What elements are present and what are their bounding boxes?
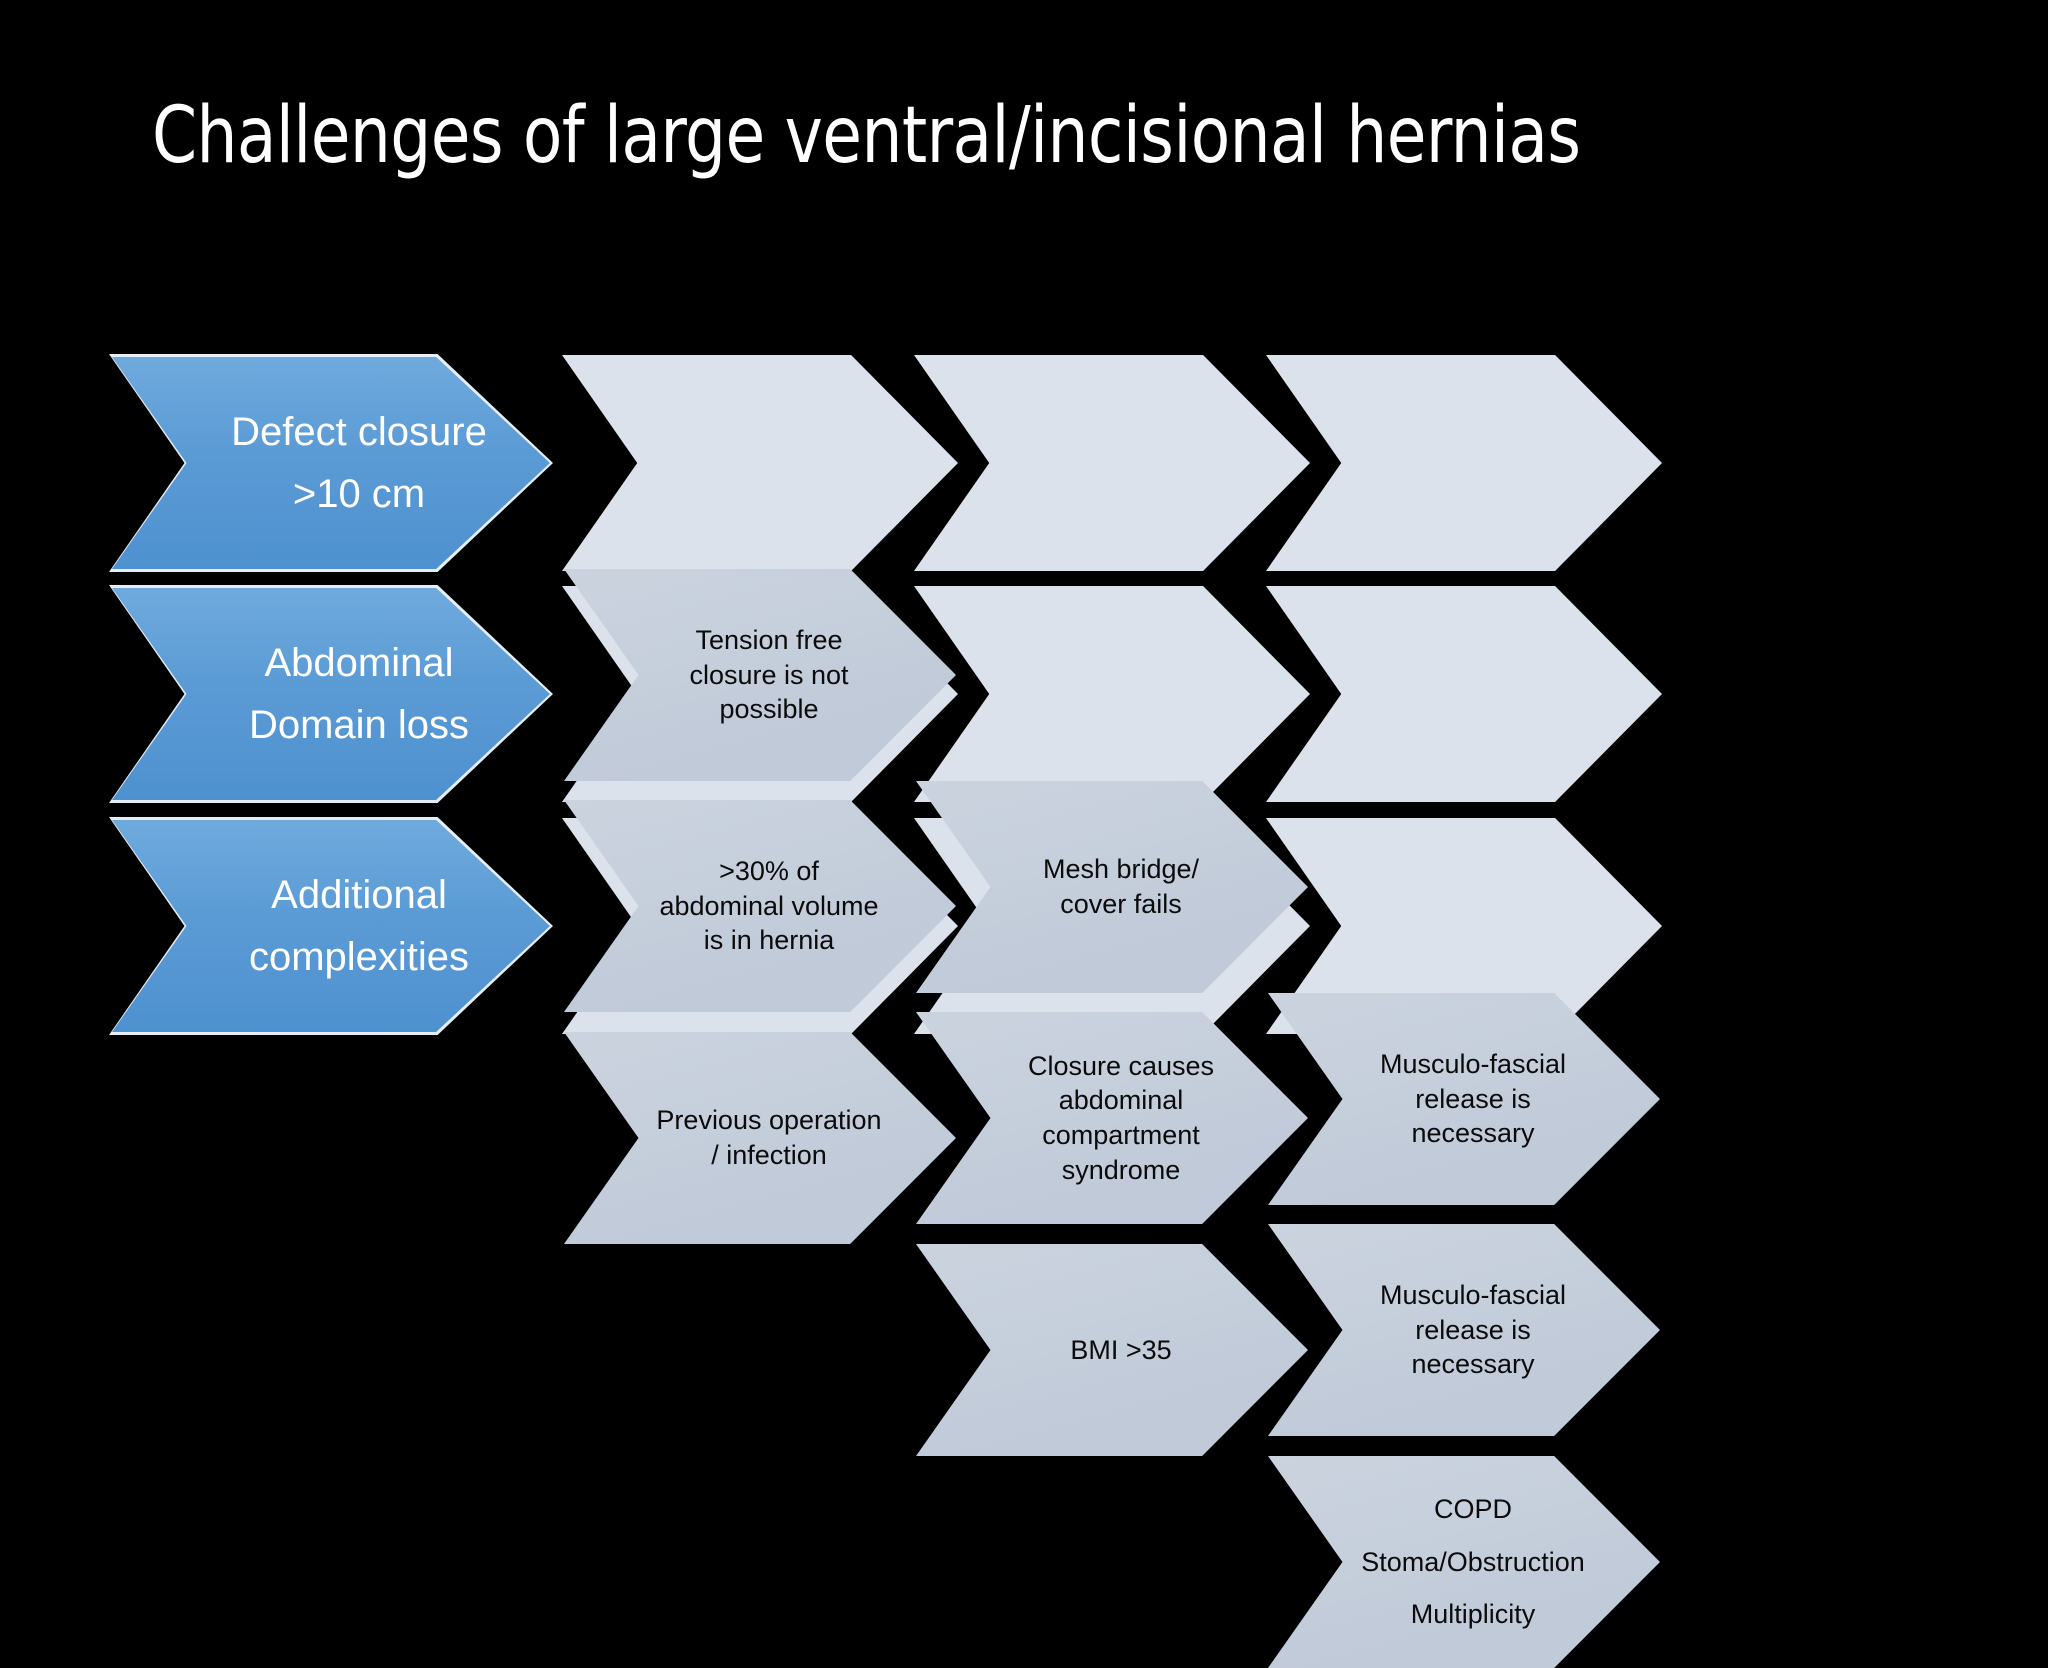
chevron-text-line: syndrome — [1061, 1154, 1181, 1185]
step-chevron-label: Previous operation / infection — [638, 1103, 900, 1172]
step-chevron-2-0[interactable]: Previous operation / infection — [564, 1032, 956, 1244]
step-chevron-outline — [1266, 355, 1662, 571]
step-chevron-outline — [562, 355, 958, 571]
step-chevron-label: Mesh bridge/cover fails — [990, 852, 1252, 921]
page-title: Challenges of large ventral/incisional h… — [152, 91, 1581, 181]
chevron-text-line: cover fails — [1060, 889, 1182, 919]
chevron-text-line: complexities — [248, 935, 470, 979]
chevron-text-line: Defect closure — [231, 410, 487, 454]
lead-chevron-0[interactable]: Defect closure >10 cm — [112, 357, 550, 569]
chevron-text-line: abdominal volume — [659, 890, 879, 921]
chevron-text-line: Multiplicity — [1410, 1599, 1536, 1630]
chevron-text-line: Tension free — [695, 625, 843, 656]
chevron-text-line: is in hernia — [703, 925, 835, 956]
chevron-text-line: Additional — [271, 873, 447, 917]
chevron-text-line: necessary — [1411, 1349, 1535, 1380]
chevron-text-line: Musculo-fascial — [1379, 1049, 1567, 1080]
step-chevron-1-1[interactable]: Closure causes abdominal compartment syndro… — [916, 1012, 1308, 1224]
chevron-text-line: compartment — [1042, 1120, 1200, 1150]
step-chevron-outline — [914, 355, 1310, 571]
chevron-text-line: Previous operation — [656, 1105, 882, 1136]
chevron-text-line: / infection — [711, 1140, 827, 1170]
chevron-text-line: BMI >35 — [1070, 1334, 1172, 1365]
chevron-text-line: Stoma/Obstruction — [1361, 1546, 1585, 1577]
chevron-text-line: Abdominal — [264, 641, 454, 685]
chevron-text-line: >30% of — [719, 856, 819, 887]
lead-chevron-2[interactable]: Additional complexities — [112, 820, 550, 1032]
chevron-text-line: release is — [1415, 1314, 1531, 1345]
chevron-text-line: Mesh bridge/ — [1042, 854, 1200, 885]
chevron-text-line: COPD — [1433, 1494, 1512, 1525]
chevron-text-line: necessary — [1411, 1118, 1535, 1149]
chevron-text-line: abdominal — [1058, 1085, 1184, 1116]
lead-chevron-label: Additional complexities — [182, 864, 536, 988]
step-chevron-label: BMI >35 — [990, 1333, 1252, 1368]
chevron-text-line: >10 cm — [292, 472, 426, 516]
chevron-text-line: Musculo-fascial — [1379, 1280, 1567, 1311]
chevron-text-line: closure is not — [689, 659, 849, 690]
chevron-text-line: Domain loss — [248, 703, 470, 747]
chevron-text-line: release is — [1415, 1083, 1531, 1114]
step-chevron-2-1[interactable]: BMI >35 — [916, 1244, 1308, 1456]
lead-chevron-label: Defect closure >10 cm — [182, 401, 536, 525]
chevron-text-line: Closure causes — [1027, 1050, 1215, 1081]
step-chevron-outline — [914, 586, 1310, 802]
step-chevron-outline — [1266, 586, 1662, 802]
step-chevron-label: Closure causes abdominal compartment syndro… — [990, 1049, 1252, 1187]
slide-canvas: Challenges of large ventral/incisional h… — [109, 91, 1712, 1668]
chevron-text-line: possible — [719, 694, 819, 725]
